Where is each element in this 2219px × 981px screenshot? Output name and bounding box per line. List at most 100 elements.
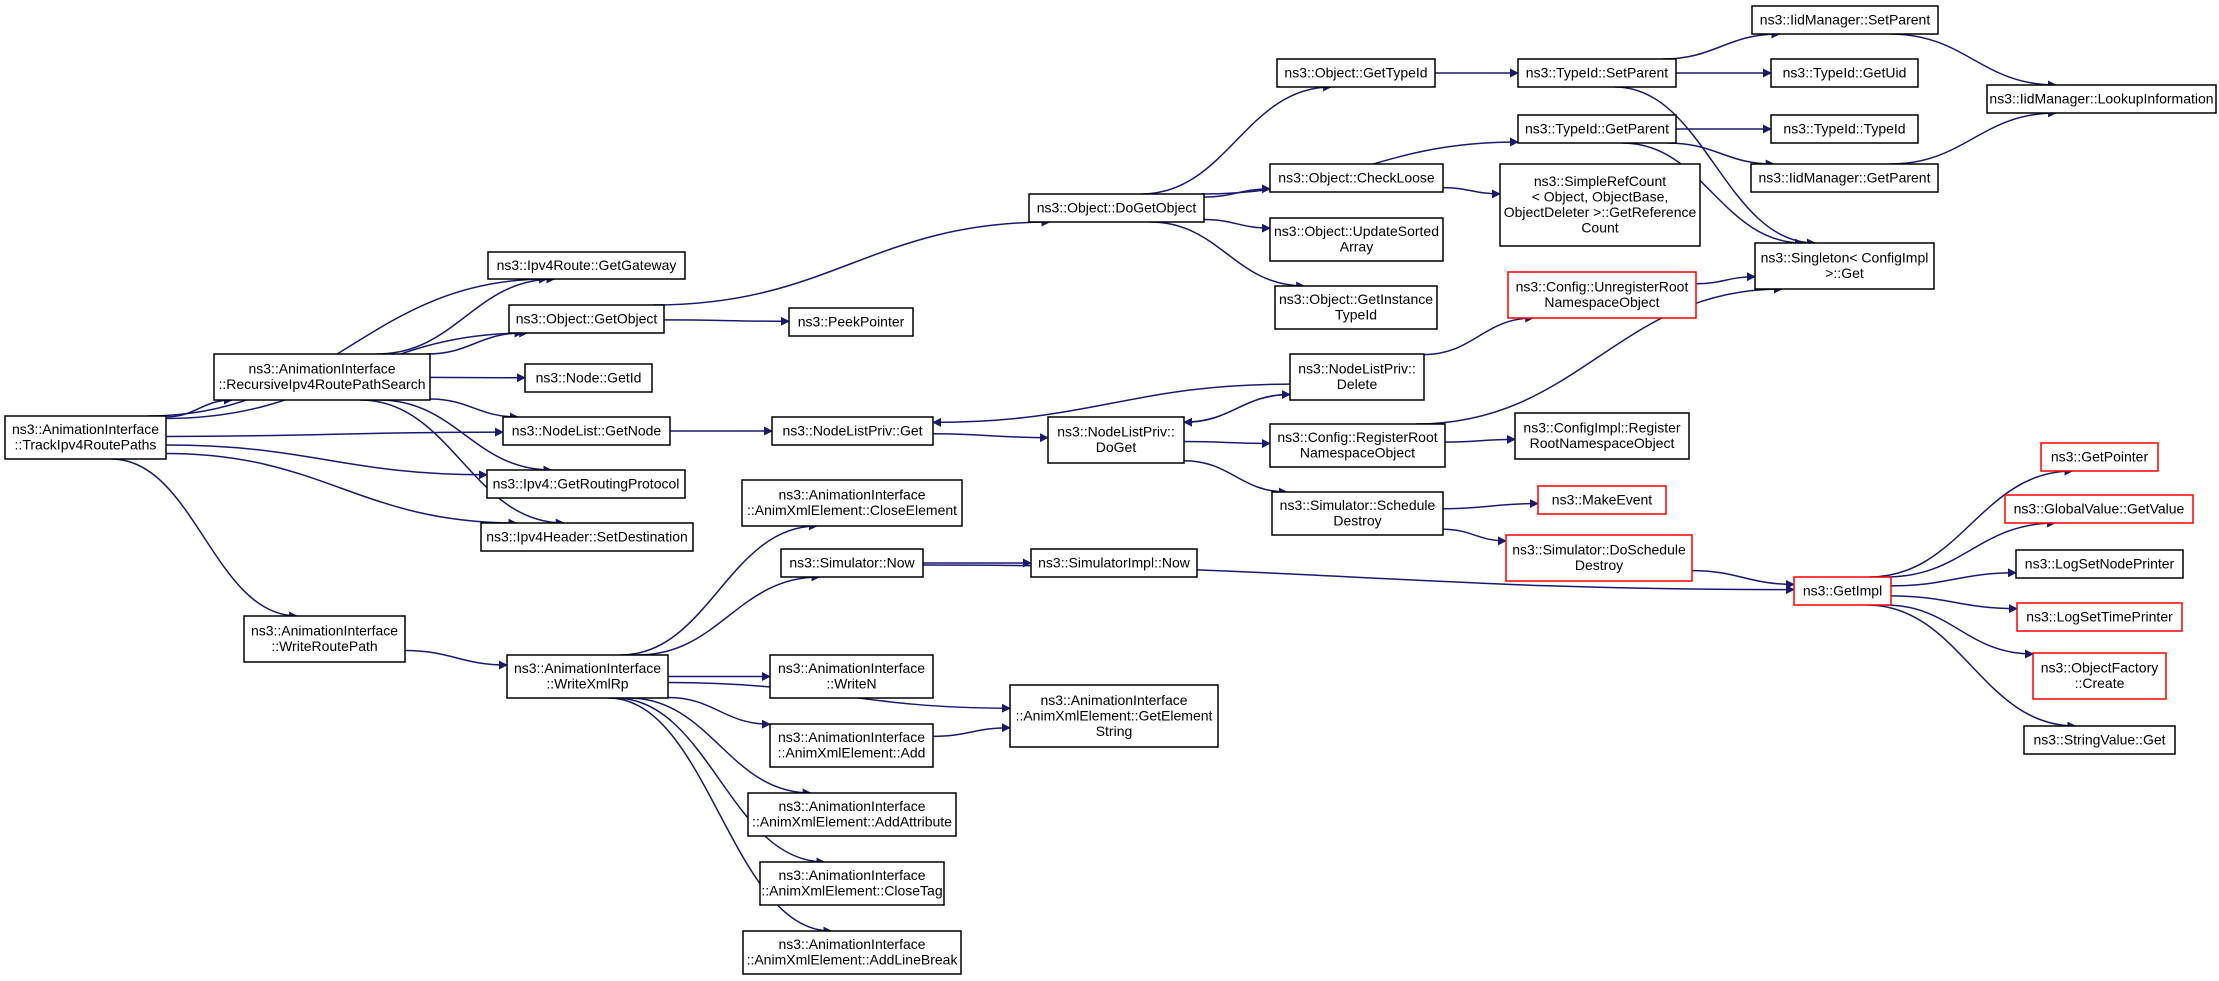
node-label: ns3::GetPointer bbox=[2051, 448, 2149, 464]
node-peekpointer[interactable]: ns3::PeekPointer bbox=[788, 307, 914, 337]
edge-tidgetparent-to-singletonget bbox=[1622, 142, 1804, 248]
node-tidsetparent[interactable]: ns3::TypeId::SetParent bbox=[1517, 58, 1677, 88]
node-box bbox=[487, 251, 686, 280]
node-root[interactable]: ns3::AnimationInterface::TrackIpv4RouteP… bbox=[4, 415, 167, 460]
node-nlpdoget[interactable]: ns3::NodeListPriv::DoGet bbox=[1047, 416, 1185, 464]
node-label: ns3::Simulator::Now bbox=[789, 554, 915, 570]
edge-root-to-getnode bbox=[165, 427, 504, 438]
edge-recursive-to-getgateway bbox=[376, 274, 556, 355]
node-nodegetid[interactable]: ns3::Node::GetId bbox=[524, 363, 653, 393]
node-getobject[interactable]: ns3::Object::GetObject bbox=[508, 304, 665, 334]
node-label: ns3::Object::UpdateSorted bbox=[1274, 223, 1439, 239]
node-objectfactory[interactable]: ns3::ObjectFactory::Create bbox=[2032, 652, 2167, 700]
node-label: Array bbox=[1340, 239, 1373, 255]
node-label: String bbox=[1096, 723, 1133, 739]
node-label: ns3::AnimationInterface bbox=[1040, 692, 1187, 708]
node-label: ns3::IidManager::GetParent bbox=[1759, 169, 1931, 185]
node-box bbox=[1537, 485, 1667, 515]
node-nlpdelete[interactable]: ns3::NodeListPriv::Delete bbox=[1289, 353, 1425, 401]
node-box bbox=[506, 654, 669, 699]
node-tidgetparent[interactable]: ns3::TypeId::GetParent bbox=[1517, 114, 1677, 144]
node-label: ns3::AnimationInterface bbox=[778, 660, 925, 676]
node-nlpget[interactable]: ns3::NodeListPriv::Get bbox=[771, 416, 934, 446]
node-unregisterroot[interactable]: ns3::Config::UnregisterRootNamespaceObje… bbox=[1507, 271, 1697, 319]
node-globalvalueget[interactable]: ns3::GlobalValue::GetValue bbox=[2004, 494, 2194, 524]
node-writeroutepath[interactable]: ns3::AnimationInterface::WriteRoutePath bbox=[243, 615, 406, 663]
node-box bbox=[2015, 549, 2184, 579]
node-label: ns3::Object::DoGetObject bbox=[1037, 199, 1197, 215]
node-checkloose[interactable]: ns3::Object::CheckLoose bbox=[1269, 163, 1444, 193]
node-writexmlrp[interactable]: ns3::AnimationInterface::WriteXmlRp bbox=[506, 654, 669, 699]
node-dogetobject[interactable]: ns3::Object::DoGetObject bbox=[1028, 193, 1205, 223]
node-closetag[interactable]: ns3::AnimationInterface::AnimXmlElement:… bbox=[759, 861, 945, 906]
node-simimplnow[interactable]: ns3::SimulatorImpl::Now bbox=[1030, 548, 1198, 578]
node-addattribute[interactable]: ns3::AnimationInterface::AnimXmlElement:… bbox=[747, 792, 957, 837]
node-label: ns3::IidManager::LookupInformation bbox=[1989, 90, 2213, 106]
node-getgateway[interactable]: ns3::Ipv4Route::GetGateway bbox=[487, 251, 686, 280]
node-getrouting[interactable]: ns3::Ipv4::GetRoutingProtocol bbox=[486, 469, 686, 499]
node-box bbox=[213, 353, 431, 401]
node-setdest[interactable]: ns3::Ipv4Header::SetDestination bbox=[480, 522, 694, 552]
edge-tidsetparent-to-iidsetparent bbox=[1662, 29, 1781, 60]
node-iidsetparent[interactable]: ns3::IidManager::SetParent bbox=[1751, 5, 1939, 35]
edge-writexmlrp-to-addlinebreak bbox=[608, 697, 833, 936]
node-makeevent[interactable]: ns3::MakeEvent bbox=[1537, 485, 1667, 515]
node-stringvalueget[interactable]: ns3::StringValue::Get bbox=[2023, 725, 2176, 755]
node-addlinebreak[interactable]: ns3::AnimationInterface::AnimXmlElement:… bbox=[742, 930, 962, 975]
node-closeelement[interactable]: ns3::AnimationInterface::AnimXmlElement:… bbox=[741, 479, 963, 527]
node-label: ns3::AnimationInterface bbox=[778, 729, 925, 745]
edge-writexmlrp-to-closetag bbox=[614, 697, 826, 867]
node-getpointer[interactable]: ns3::GetPointer bbox=[2040, 442, 2159, 472]
edge-animadd-to-getelementstring bbox=[932, 723, 1011, 738]
edge-recursive-to-getnode bbox=[429, 398, 519, 422]
edge-nlpget-to-nlpdoget bbox=[932, 433, 1049, 443]
node-label: ::AnimXmlElement::CloseElement bbox=[747, 502, 957, 518]
node-iidgetparent[interactable]: ns3::IidManager::GetParent bbox=[1750, 163, 1939, 193]
node-label: ns3::Simulator::DoSchedule bbox=[1512, 542, 1686, 558]
edge-root-to-getgateway bbox=[148, 274, 549, 417]
node-tidgetuid[interactable]: ns3::TypeId::GetUid bbox=[1770, 58, 1919, 88]
node-getnode[interactable]: ns3::NodeList::GetNode bbox=[502, 416, 671, 446]
node-label: ns3::LogSetTimePrinter bbox=[2026, 608, 2173, 624]
node-simnow[interactable]: ns3::Simulator::Now bbox=[780, 548, 924, 578]
edge-nlpdoget-to-registerroot bbox=[1183, 439, 1271, 449]
node-recursive[interactable]: ns3::AnimationInterface::RecursiveIpv4Ro… bbox=[213, 353, 431, 401]
node-getelementstring[interactable]: ns3::AnimationInterface::AnimXmlElement:… bbox=[1009, 684, 1219, 748]
edge-writeroutepath-to-writexmlrp bbox=[404, 649, 508, 670]
node-tidtypeid[interactable]: ns3::TypeId::TypeId bbox=[1770, 114, 1919, 144]
node-box bbox=[1754, 242, 1935, 290]
edge-nlpdelete-to-nlpget bbox=[932, 383, 1291, 427]
node-box bbox=[1517, 114, 1677, 144]
node-simplerefcount[interactable]: ns3::SimpleRefCount< Object, ObjectBase,… bbox=[1499, 163, 1701, 247]
edge-scheduledestroy-to-doscheduledestroy bbox=[1442, 528, 1507, 546]
node-animadd[interactable]: ns3::AnimationInterface::AnimXmlElement:… bbox=[769, 723, 934, 768]
node-logsettime[interactable]: ns3::LogSetTimePrinter bbox=[2016, 602, 2183, 632]
node-box bbox=[1269, 217, 1444, 262]
node-logsetnode[interactable]: ns3::LogSetNodePrinter bbox=[2015, 549, 2184, 579]
edge-registerroot-to-singletonget bbox=[1415, 284, 1783, 425]
node-gettypeid[interactable]: ns3::Object::GetTypeId bbox=[1276, 58, 1436, 88]
node-label: ns3::IidManager::SetParent bbox=[1760, 11, 1931, 27]
node-label: ns3::SimulatorImpl::Now bbox=[1038, 554, 1191, 570]
node-label: ns3::Singleton< ConfigImpl bbox=[1761, 250, 1929, 266]
node-singletonget[interactable]: ns3::Singleton< ConfigImpl>::Get bbox=[1754, 242, 1935, 290]
node-writen[interactable]: ns3::AnimationInterface::WriteN bbox=[769, 654, 934, 699]
node-label: NamespaceObject bbox=[1544, 294, 1659, 310]
node-box bbox=[2016, 602, 2183, 632]
edge-registerroot-to-configimplregister bbox=[1444, 434, 1516, 444]
node-box bbox=[1499, 163, 1701, 247]
node-label: ns3::GetImpl bbox=[1803, 582, 1882, 598]
node-lookupinfo[interactable]: ns3::IidManager::LookupInformation bbox=[1986, 84, 2217, 114]
node-label: ns3::Config::UnregisterRoot bbox=[1516, 279, 1689, 295]
node-getimpl[interactable]: ns3::GetImpl bbox=[1793, 576, 1892, 606]
node-label: ns3::TypeId::SetParent bbox=[1526, 64, 1669, 80]
node-label: ns3::TypeId::TypeId bbox=[1783, 120, 1905, 136]
node-configimplregister[interactable]: ns3::ConfigImpl::RegisterRootNamespaceOb… bbox=[1514, 412, 1690, 460]
node-box bbox=[1269, 163, 1444, 193]
node-box bbox=[2004, 494, 2194, 524]
